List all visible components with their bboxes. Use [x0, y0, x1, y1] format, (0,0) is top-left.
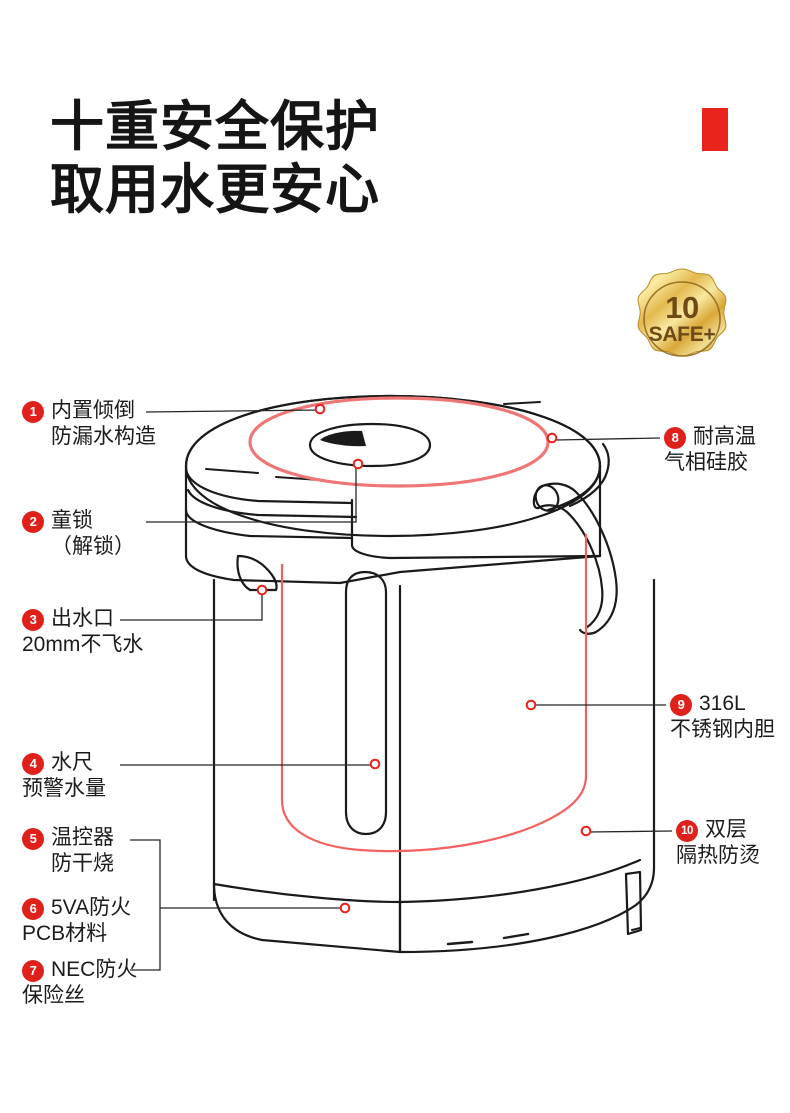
lid-opening-dark-detail — [320, 430, 366, 447]
callout-text-8: 耐高温 气相硅胶 — [664, 424, 756, 476]
handle-outer — [543, 482, 618, 634]
callout-3-line-1: 出水口 — [51, 607, 114, 630]
marker-4 — [369, 758, 381, 770]
lid-vent-slit-3 — [503, 401, 541, 405]
body-base-seam — [212, 858, 642, 904]
water-gauge-strip — [344, 570, 388, 836]
stainless-inner-liner — [280, 534, 588, 853]
body-right-wall — [398, 578, 656, 954]
callout-9-line-2: 不锈钢内胆 — [670, 718, 775, 742]
callout-text-7: NEC防火 保险丝 — [22, 957, 138, 1009]
callout-2-line-1: 童锁 — [51, 509, 93, 532]
handle-inner — [538, 504, 604, 630]
callout-text-6: 5VA防火 PCB材料 — [22, 895, 132, 947]
leader-3 — [120, 590, 263, 621]
marker-3 — [256, 584, 268, 596]
callout-text-2: 童锁 （解锁） — [51, 508, 135, 560]
callout-text-4: 水尺 预警水量 — [22, 750, 106, 802]
callout-8[interactable]: 8 耐高温 气相硅胶 — [664, 424, 756, 476]
lid-vent-slit-1 — [205, 468, 259, 474]
base-plug-detail — [624, 870, 643, 936]
callout-6[interactable]: 6 5VA防火 PCB材料 — [22, 895, 131, 947]
callout-3-line-2: 20mm不飞水 — [22, 633, 144, 657]
leader-bracket-567 — [130, 839, 161, 971]
callout-6-line-2: PCB材料 — [22, 922, 108, 946]
bottom-foot-2 — [502, 932, 530, 940]
callout-6-line-1: 5VA防火 — [51, 896, 132, 919]
leader-2 — [146, 466, 357, 523]
callout-1-line-2: 防漏水构造 — [51, 425, 156, 449]
callout-text-5: 温控器 防干烧 — [51, 825, 114, 877]
callout-10-line-2: 隔热防烫 — [676, 844, 760, 868]
lid-rim-outer — [568, 442, 610, 508]
callout-7-line-1: NEC防火 — [51, 958, 138, 981]
leader-10 — [587, 830, 673, 833]
leader-1 — [145, 409, 319, 413]
lid-inner-opening — [308, 422, 432, 468]
lid-panel-bottom-edge — [186, 488, 358, 519]
callout-4[interactable]: 4 水尺 预警水量 — [22, 750, 106, 802]
callout-4-line-1: 水尺 — [51, 751, 93, 774]
callout-number-5: 5 — [22, 828, 44, 850]
callout-2[interactable]: 2 童锁 （解锁） — [22, 508, 135, 560]
marker-8 — [546, 432, 558, 444]
page-title-line-1: 十重安全保护 — [50, 97, 380, 157]
callout-5-line-2: 防干烧 — [51, 852, 114, 876]
callout-number-3: 3 — [22, 609, 44, 631]
water-spout — [236, 554, 278, 592]
leader-8 — [555, 437, 661, 441]
bottom-foot-1 — [446, 940, 474, 946]
marker-10 — [580, 825, 592, 837]
callout-8-line-2: 气相硅胶 — [664, 451, 748, 475]
callout-number-10: 10 — [676, 820, 698, 842]
callout-9[interactable]: 9 316L 不锈钢内胆 — [670, 691, 775, 743]
red-accent-block — [702, 108, 728, 151]
base-plug-foot — [631, 927, 641, 931]
callout-number-7: 7 — [22, 960, 44, 982]
callout-1-line-1: 内置倾倒 — [51, 399, 135, 422]
marker-9 — [525, 699, 537, 711]
seal-icon — [637, 268, 727, 357]
lid-panel-top-edge — [184, 468, 354, 505]
callout-number-8: 8 — [664, 427, 686, 449]
callout-text-10: 双层 隔热防烫 — [676, 817, 760, 869]
callout-text-9: 316L 不锈钢内胆 — [670, 691, 775, 743]
page-title: 十重安全保护 取用水更安心 — [50, 96, 480, 222]
callout-8-line-1: 耐高温 — [693, 425, 756, 448]
silicone-seal-ring — [248, 396, 550, 488]
callout-7[interactable]: 7 NEC防火 保险丝 — [22, 957, 137, 1009]
callout-number-9: 9 — [670, 694, 692, 716]
callout-text-3: 出水口 20mm不飞水 — [22, 606, 143, 658]
handle-end-cap — [534, 484, 560, 512]
callout-2-line-2: （解锁） — [51, 535, 135, 559]
page-title-line-2: 取用水更安心 — [50, 160, 380, 221]
callout-number-4: 4 — [22, 753, 44, 775]
handle-join-lower — [578, 628, 598, 635]
marker-1 — [314, 403, 326, 415]
callout-number-2: 2 — [22, 511, 44, 533]
callout-number-6: 6 — [22, 898, 44, 920]
callout-10-line-1: 双层 — [705, 818, 747, 841]
callout-10[interactable]: 10 双层 隔热防烫 — [676, 817, 760, 869]
callout-4-line-2: 预警水量 — [22, 777, 106, 801]
marker-2 — [352, 458, 364, 470]
callout-5-line-1: 温控器 — [51, 826, 114, 849]
marker-567 — [339, 902, 351, 914]
callout-number-1: 1 — [22, 401, 44, 423]
body-shoulder-skirt — [184, 554, 602, 585]
callout-1[interactable]: 1 内置倾倒 防漏水构造 — [22, 398, 156, 450]
callout-7-line-2: 保险丝 — [22, 984, 85, 1008]
body-shoulder-front — [350, 536, 602, 560]
callout-9-line-1: 316L — [699, 692, 746, 715]
callout-text-1: 内置倾倒 防漏水构造 — [51, 398, 156, 450]
callout-5[interactable]: 5 温控器 防干烧 — [22, 825, 114, 877]
callout-3[interactable]: 3 出水口 20mm不飞水 — [22, 606, 143, 658]
